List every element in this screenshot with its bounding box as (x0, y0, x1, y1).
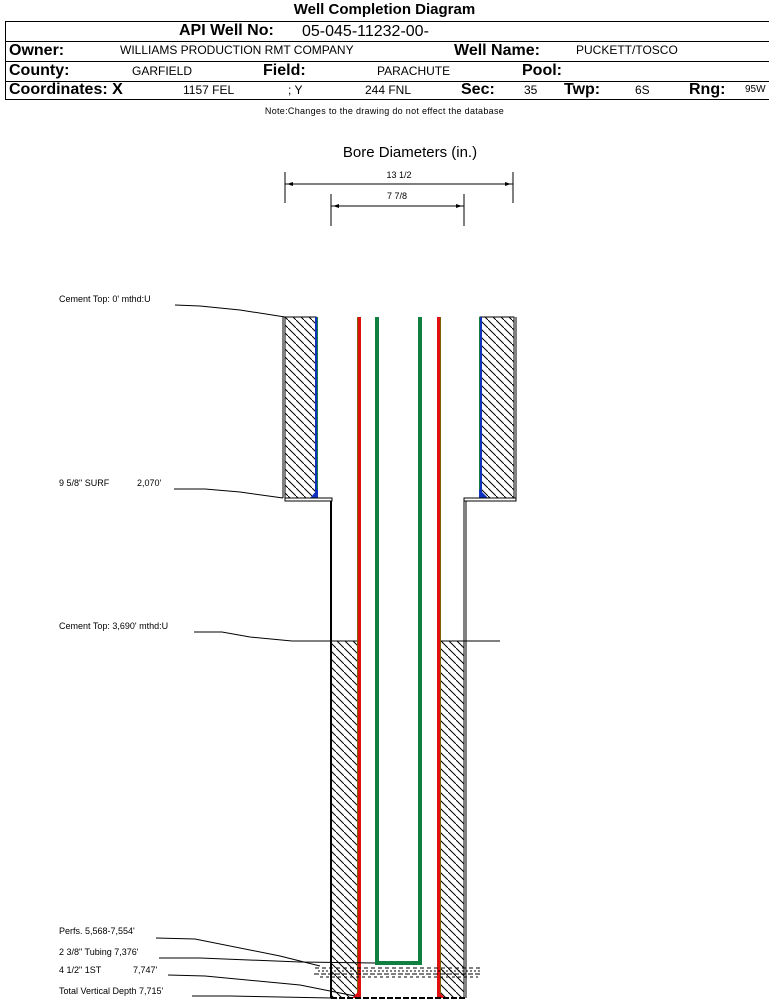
bore-dimension-13-1-2: 13 1/2 (284, 170, 514, 203)
page-title: Well Completion Diagram (293, 1, 476, 18)
header-row-county: County: GARFIELD Field: PARACHUTE Pool: (6, 61, 769, 82)
owner-value: WILLIAMS PRODUCTION RMT COMPANY (120, 43, 354, 57)
county-label: County: (9, 62, 70, 79)
leader-perfs (155, 937, 321, 967)
leader-cement-top-production (194, 631, 293, 642)
coord-x-value: 1157 FEL (183, 83, 235, 97)
api-value: 05-045-11232-00- (302, 23, 429, 40)
annotation-tvd: Total Vertical Depth 7,715' (59, 986, 164, 996)
production-cement-left (332, 641, 357, 998)
tubing-right (418, 317, 422, 965)
shoe-ledge-left (284, 497, 333, 502)
surface-casing-shoe-right-icon (479, 489, 488, 498)
leader-tvd (192, 995, 332, 999)
header-row-coordinates: Coordinates: X 1157 FEL ; Y 244 FNL Sec:… (6, 81, 769, 100)
tubing-left (375, 317, 379, 965)
sec-label: Sec: (461, 81, 495, 98)
rng-value: 95W (745, 84, 766, 95)
surface-cement-right (479, 316, 515, 499)
annotation-cement-top-production: Cement Top: 3,690' mthd:U (59, 621, 168, 631)
tubing-bottom (375, 961, 422, 965)
leader-cement-top-surface (174, 304, 286, 318)
bore-diameter-label: 13 1/2 (386, 170, 411, 180)
annotation-surface-casing-name: 9 5/8" SURF (59, 478, 110, 488)
arrow-right-icon (505, 182, 511, 186)
header-row-api: API Well No: 05-045-11232-00- (6, 22, 769, 42)
twp-label: Twp: (564, 81, 601, 98)
field-value: PARACHUTE (377, 64, 451, 78)
perforations (314, 967, 482, 978)
database-note: Note:Changes to the drawing do not effec… (264, 106, 505, 116)
well-header-table: API Well No: 05-045-11232-00- Owner: WIL… (5, 21, 769, 100)
arrow-left-icon (287, 182, 293, 186)
rng-label: Rng: (689, 81, 726, 98)
twp-value: 6S (635, 83, 650, 97)
county-value: GARFIELD (132, 64, 193, 78)
arrow-left-icon (333, 204, 339, 208)
sec-value: 35 (524, 83, 538, 97)
owner-label: Owner: (9, 42, 65, 59)
production-casing-right (437, 317, 441, 998)
leader-tubing (159, 957, 376, 964)
bore-dimension-7-7-8: 7 7/8 (330, 191, 465, 226)
header-row-owner: Owner: WILLIAMS PRODUCTION RMT COMPANY W… (6, 41, 769, 62)
annotation-surface-casing-depth: 2,070' (137, 478, 162, 488)
pool-label: Pool: (522, 62, 562, 79)
bore-diameters-title: Bore Diameters (in.) (343, 144, 477, 161)
bore-diameter-label: 7 7/8 (387, 191, 407, 201)
leader-production-casing (167, 974, 356, 997)
field-label: Field: (263, 62, 306, 79)
leader-surface-casing (174, 488, 284, 499)
well-name-label: Well Name: (454, 42, 540, 59)
production-casing-left (357, 317, 361, 998)
annotation-cement-top-surface: Cement Top: 0' mthd:U (59, 294, 151, 304)
annotation-tubing: 2 3/8" Tubing 7,376' (59, 947, 139, 957)
arrow-right-icon (456, 204, 462, 208)
shoe-ledge-right (463, 497, 517, 502)
well-name-value: PUCKETT/TOSCO (576, 43, 678, 57)
coord-y-value: 244 FNL (365, 83, 412, 97)
coord-y-label: ; Y (288, 83, 303, 97)
annotation-production-casing-depth: 7,747' (133, 965, 158, 975)
production-casing-shoe-right-icon (437, 990, 445, 998)
production-cement-right (440, 641, 464, 998)
surface-cement-left (284, 316, 317, 499)
api-label: API Well No: (179, 22, 274, 39)
coordinates-label: Coordinates: X (9, 81, 123, 98)
annotation-perfs: Perfs. 5,568-7,554' (59, 926, 135, 936)
surface-casing-shoe-left-icon (310, 489, 318, 498)
annotation-production-casing-name: 4 1/2" 1ST (59, 965, 102, 975)
